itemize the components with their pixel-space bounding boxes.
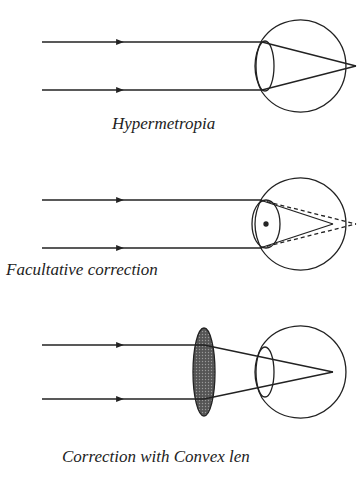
eye-hypermetropia — [42, 20, 356, 112]
caption-label: Correction with Convex len — [62, 447, 250, 467]
eye-convex-correction — [42, 326, 346, 418]
eye-accommodation — [42, 178, 356, 270]
caption-label: Facultative correction — [6, 260, 158, 280]
caption-label: Hypermetropia — [112, 114, 215, 134]
